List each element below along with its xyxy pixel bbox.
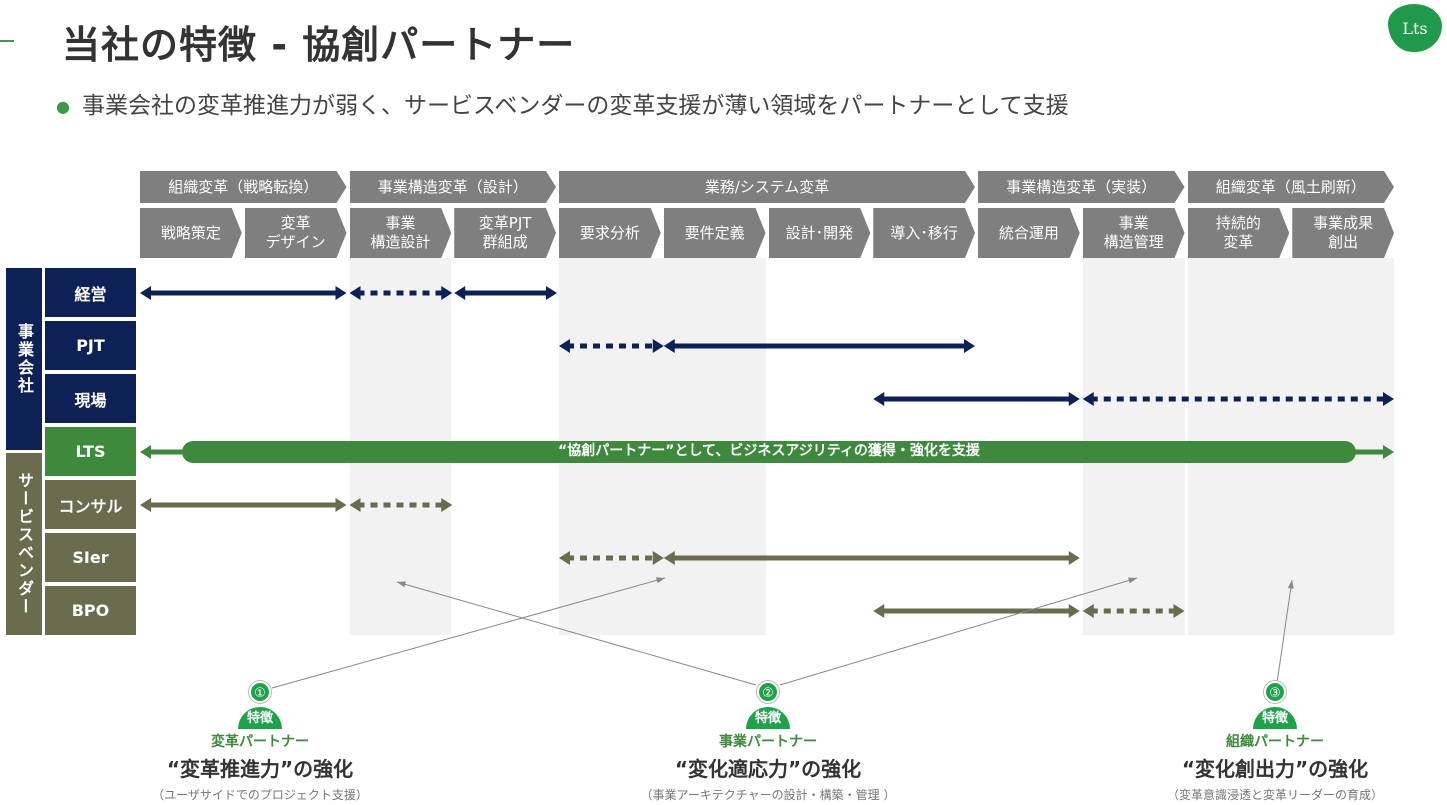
row-label: コンサル [45,480,136,529]
row-label: PJT [45,321,136,370]
row-label: SIer [45,533,136,582]
arrowhead-left-icon [663,551,675,565]
arrowhead-left-icon [559,339,570,353]
row-label: LTS [45,427,136,476]
feature-title: “変化適応力”の強化 [674,757,862,781]
page-title: 当社の特徴 - 協創パートナー [62,23,576,67]
phase-header: 事業構造変革（実装） [978,171,1185,203]
feature-badge: 特徴 [746,707,790,729]
feature-badge: 特徴 [238,707,282,729]
feature-3: ③ 特徴 組織パートナー “変化創出力”の強化 （変革意識浸透と変革リーダーの育… [1125,681,1425,803]
step-header: 設計･開発 [769,208,871,258]
group-label-client: 事業会社 [6,268,42,450]
step-header: 要求分析 [559,208,661,258]
phase-header: 組織変革（戦略転換） [140,171,347,203]
arrowhead-right-icon [441,286,453,300]
step-header: 戦略策定 [140,208,242,258]
bullet-dot-icon: ● [56,97,70,116]
arrowhead-left-icon [140,286,151,300]
feature-2: ② 特徴 事業パートナー “変化適応力”の強化 （事業アーキテクチャーの設計・構… [618,681,918,803]
arrowhead-left-icon [454,286,466,300]
lts-bar [182,441,1356,463]
arrowhead-right-icon [1068,551,1080,565]
feature-title: “変革推進力”の強化 [166,757,354,781]
row-label: 経営 [45,268,136,317]
feature-1: ① 特徴 変革パートナー “変革推進力”の強化 （ユーザサイドでのプロジェクト支… [110,681,410,803]
arrowhead-right-icon [1383,445,1394,459]
arrowhead-right-icon [652,551,664,565]
arrowhead-right-icon [1068,604,1080,618]
connector-arrowhead-icon [656,577,665,584]
arrowhead-right-icon [1383,392,1394,406]
feature-number: ③ [1264,681,1286,703]
arrowhead-right-icon [546,286,557,300]
feature-subtitle: 変革パートナー [211,734,309,750]
arrowhead-left-icon [873,604,885,618]
arrowhead-left-icon [140,445,151,459]
arrowhead-right-icon [335,498,347,512]
row-label: 現場 [45,374,136,423]
arrowhead-left-icon [349,498,361,512]
connector-arrowhead-icon [397,581,406,588]
step-header: 統合運用 [978,208,1080,258]
arrowhead-left-icon [873,392,885,406]
arrowhead-right-icon [1068,392,1080,406]
arrowhead-left-icon [140,498,151,512]
title-accent-mark [0,40,14,42]
arrowhead-right-icon [652,339,664,353]
step-header: 事業 構造管理 [1083,208,1185,258]
arrowhead-left-icon [559,551,570,565]
connector-arrowhead-icon [1287,580,1294,589]
connector-arrowhead-icon [1128,577,1137,584]
feature-subtitle: 事業パートナー [719,734,817,750]
step-header: 事業 構造設計 [350,208,452,258]
arrowhead-left-icon [1082,604,1094,618]
step-header: 導入･移行 [873,208,975,258]
step-header: 持続的 変革 [1188,208,1290,258]
connector-line [779,577,1138,686]
feature-badge: 特徴 [1253,707,1297,729]
connector-line [1276,579,1293,684]
feature-subtitle: 組織パートナー [1226,734,1324,750]
subtitle-bullet: ● 事業会社の変革推進力が弱く、サービスベンダーの変革支援が薄い領域をパートナーと… [56,86,1069,120]
arrowhead-left-icon [663,339,675,353]
feature-note: （ユーザサイドでのプロジェクト支援） [152,788,368,802]
feature-title: “変化創出力”の強化 [1181,757,1369,781]
step-header: 事業成果 創出 [1292,208,1394,258]
group-label-vendor: サービスベンダー [6,453,42,635]
connector-line [396,581,757,686]
subtitle-text: 事業会社の変革推進力が弱く、サービスベンダーの変革支援が薄い領域をパートナーとし… [81,93,1069,119]
arrowhead-right-icon [1173,604,1185,618]
lts-bar-text: “協創パートナー”として、ビジネスアジリティの獲得・強化を支援 [558,443,980,459]
lts-logo: Lts [1388,4,1442,52]
row-label: BPO [45,586,136,635]
step-header: 変革 デザイン [245,208,347,258]
feature-number: ② [757,681,779,703]
phase-header: 事業構造変革（設計） [350,171,557,203]
arrowhead-right-icon [441,498,453,512]
feature-note: （事業アーキテクチャーの設計・構築・管理 ） [640,788,896,802]
feature-number: ① [249,681,271,703]
phase-header: 組織変革（風土刷新） [1188,171,1395,203]
arrowhead-left-icon [349,286,361,300]
step-header: 変革PJT 群組成 [454,208,556,258]
phase-header: 業務/システム変革 [559,171,975,203]
arrowhead-right-icon [335,286,347,300]
step-header: 要件定義 [664,208,766,258]
arrowhead-left-icon [1082,392,1094,406]
arrowhead-right-icon [964,339,975,353]
connector-line [271,577,666,689]
feature-note: （変革意識浸透と変革リーダーの育成） [1166,788,1383,802]
